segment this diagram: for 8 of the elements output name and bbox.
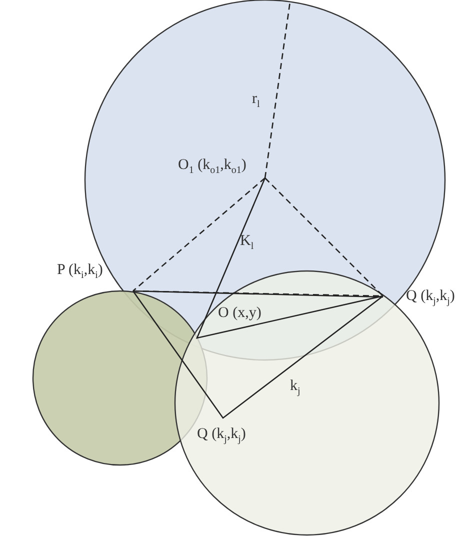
point-label: k$_{j}$ [290, 379, 300, 397]
point-label: r$_{l}$ [252, 92, 260, 110]
point-label: K$_{l}$ [240, 234, 254, 252]
point-label: Q (k$_{j}$,k$_{j}$) [406, 289, 455, 307]
point-label: O$_{1}$ (k$_{o1}$,k$_{o1}$) [178, 158, 246, 176]
point-label: O (x,y) [218, 306, 262, 321]
point-label: Q (k$_{j}$,k$_{j}$) [197, 427, 246, 445]
point-label: P (k$_{i}$,k$_{i}$) [57, 263, 103, 281]
